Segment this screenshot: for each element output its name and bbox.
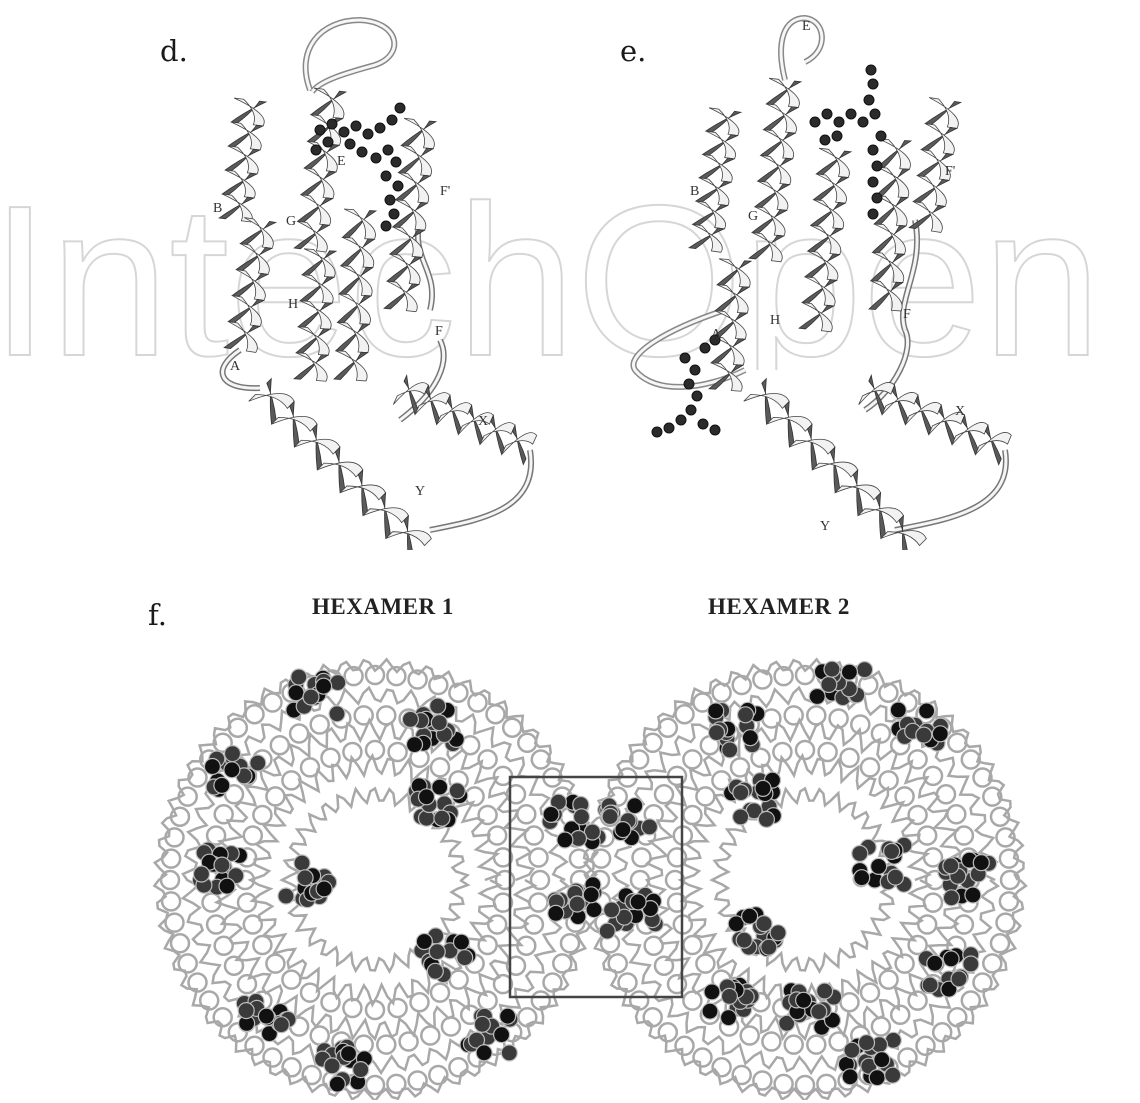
ligand-cluster-17	[890, 702, 948, 751]
hexamer-1-title: HEXAMER 1	[312, 594, 454, 620]
helix-label-d-3: F'	[440, 184, 450, 199]
helix-label-e-5: F	[903, 307, 911, 322]
helix-label-d-7: X	[478, 414, 488, 429]
helix-label-e-7: X	[955, 404, 965, 419]
ligand-cluster-3	[408, 778, 468, 828]
ligand-cluster-20	[728, 907, 786, 957]
ligand-cluster-10	[542, 794, 606, 850]
hexamer-2-title: HEXAMER 2	[708, 594, 850, 620]
ligand-cluster-11	[598, 798, 658, 846]
ligand-cluster-15	[724, 772, 782, 827]
ligand-cluster-19	[938, 852, 997, 906]
helix-label-e-6: A	[711, 327, 722, 342]
ligand-cluster-16	[809, 661, 872, 705]
helix-label-d-5: F	[435, 324, 443, 339]
helix-label-d-0: E	[337, 154, 346, 169]
helix-label-d-1: B	[213, 201, 222, 216]
ribbon-structure-d: E B G F' H F A X Y	[200, 10, 560, 550]
helix-label-d-2: G	[286, 214, 296, 229]
helix-label-d-8: Y	[415, 484, 425, 499]
panel-label-f: f.	[148, 598, 167, 632]
helix-label-e-0: E	[802, 19, 811, 34]
panel-label-d: d.	[160, 34, 188, 68]
ligand-e	[652, 65, 886, 437]
ligand-cluster-12	[547, 877, 602, 925]
hexamer-structure-f	[150, 640, 1030, 1100]
helix-label-d-6: A	[230, 359, 241, 374]
ligand-cluster-0	[286, 669, 346, 722]
helix-label-e-8: Y	[820, 519, 830, 534]
helix-label-e-4: H	[770, 313, 780, 328]
ligand-cluster-21	[702, 977, 759, 1025]
helix-label-d-4: H	[288, 297, 298, 312]
helix-label-e-3: F'	[945, 164, 955, 179]
helix-label-e-2: G	[748, 209, 758, 224]
ligand-cluster-18	[852, 837, 912, 892]
helix-label-e-1: B	[690, 184, 699, 199]
ribbon-structure-e: E B G F' H F A X Y	[625, 10, 1025, 550]
